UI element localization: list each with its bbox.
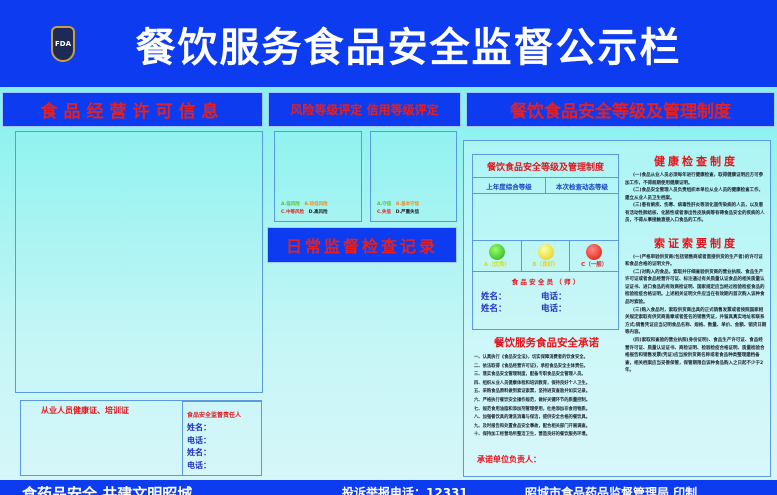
happy-face-icon (488, 244, 505, 260)
text-paragraph: (二)对购入的食品，索取并仔细查验供货商的营业执照、食品生产许可证或者食品经营许… (625, 269, 765, 306)
credit-c: C.失信 (377, 210, 392, 215)
text-paragraph: 三、落实食品安全管理制度，配备专职食品安全管理人员。 (474, 372, 586, 378)
footer-issuer: 昭城市食品药品监督管理局 印制 (525, 486, 698, 495)
health-text: (一)食品从业人员必须每年进行健康检查，取得健康证明后方可参加工作，不得超期使用… (625, 172, 767, 225)
footer-hotline: 投诉举报电话：12331 (342, 486, 468, 495)
credit-legend: A.守信 B.基本守信 C.失信 D.严重失信 (377, 201, 457, 217)
rating-header: 风险等级评定 信用等级评定 (268, 92, 461, 127)
promise-title: 餐饮服务食品安全承诺 (494, 337, 599, 349)
promise-block: 餐饮服务食品安全承诺 一、认真执行《食品安全法》，切实保障消费者的饮食安全。二、… (474, 335, 619, 465)
header-banner: FDA 餐饮服务食品安全监督公示栏 (0, 0, 777, 87)
neutral-face-icon (586, 244, 603, 260)
credit-b: B.基本守信 (395, 202, 420, 207)
officer-fields: 姓名： 电话： 姓名： 电话： (473, 286, 618, 315)
logo-text: FDA (54, 40, 71, 48)
text-paragraph: 一、认真执行《食品安全法》，切实保障消费者的饮食安全。 (474, 355, 588, 360)
text-paragraph: (一)食品从业人员必须每年进行健康检查，取得健康证明后方可参加工作，不得超期使用… (625, 173, 764, 186)
phone-field: 电话： (187, 460, 211, 470)
license-header: 食品经营许可信息 (2, 92, 263, 127)
license-display-area (15, 131, 263, 393)
page-title: 餐饮服务食品安全监督公示栏 (135, 24, 682, 71)
footer-banner: 食药品安全 共建文明昭城 投诉举报电话：12331 昭城市食品药品监督管理局 印… (0, 480, 777, 495)
risk-b: B.较低风险 (304, 202, 328, 207)
promise-signature: 承诺单位负责人： (477, 454, 541, 464)
fda-badge-logo: FDA (51, 26, 75, 62)
text-paragraph: 二、依法取得《食品经营许可证》，承担食品安全主体责任。 (474, 363, 588, 369)
credit-rating-box: A.守信 B.基本守信 C.失信 D.严重失信 (370, 131, 457, 222)
level-a: A（优秀） (473, 241, 522, 271)
text-paragraph: (二)食品安全管理人员负责组织本单位从业人员的健康检查工作，建立从业人员卫生档案… (625, 188, 764, 201)
officer-name: 姓名： (481, 292, 507, 302)
level-b: B（良好） (522, 241, 571, 271)
text-paragraph: 十、保持加工经营场所整洁卫生，营造良好的餐饮服务环境。 (474, 432, 591, 438)
grade-box-title: 餐饮食品安全等级及管理制度 (473, 155, 618, 178)
text-paragraph: 四、组织从业人员健康体检和培训教育，保持良好个人卫生。 (474, 380, 591, 386)
responsible-person-box: 食品安全监督责任人 姓名： 电话： 姓名： 电话： (182, 401, 262, 476)
last-year-grade-label: 上年度综合等级 (473, 178, 546, 193)
system-panel (463, 140, 771, 477)
responsible-title: 食品安全监督责任人 (187, 412, 242, 419)
phone-field: 电话： (187, 435, 211, 445)
staff-cert-title: 从业人员健康证、培训证 (41, 406, 129, 415)
daily-inspection-header: 日常监督检查记录 (267, 227, 457, 263)
text-paragraph: 七、规范食用油脂和添加剂管理使用，杜绝添加非食用物质。 (474, 406, 591, 412)
officer-phone: 电话： (541, 292, 567, 302)
text-paragraph: (三)购入食品时，索取供货商出具的正式销售发票或者按照国家相关规定索取有供货商盖… (625, 307, 767, 336)
risk-d: D.高风险 (308, 210, 328, 215)
level-c: C（一般） (570, 241, 618, 271)
officer-phone: 电话： (541, 304, 567, 314)
risk-rating-box: A.低风险 B.较低风险 C.中等风险 D.高风险 (274, 131, 362, 222)
text-paragraph: 九、及时报告和处置食品安全事故，配合相关部门开展调查。 (474, 423, 591, 429)
credit-a: A.守信 (377, 202, 392, 207)
level-c-label: C（一般） (581, 262, 608, 268)
permit-text: (一)严格审验供货商(包括销售商或者直接供货的生产者)的许可证和食品合格的证明文… (625, 254, 767, 376)
grade-levels: A（优秀） B（良好） C（一般） (473, 241, 618, 272)
food-safety-officer-label: 食 品 安 全 员 （ 师 ） (511, 278, 580, 286)
grade-columns: 上年度综合等级 本次检查动态等级 (473, 178, 618, 194)
staff-cert-box: 从业人员健康证、培训证 食品安全监督责任人 姓名： 电话： 姓名： 电话： (20, 400, 262, 476)
grade-box: 餐饮食品安全等级及管理制度 上年度综合等级 本次检查动态等级 A（优秀） B（良… (472, 154, 619, 330)
level-a-label: A（优秀） (483, 262, 510, 268)
promise-list: 一、认真执行《食品安全法》，切实保障消费者的饮食安全。二、依法取得《食品经营许可… (474, 354, 619, 440)
smile-face-icon (537, 244, 554, 260)
credit-d: D.严重失信 (395, 210, 420, 215)
text-paragraph: 六、严格执行餐饮安全操作规范，做好关键环节的质量控制。 (474, 397, 591, 403)
text-paragraph: (一)严格审验供货商(包括销售商或者直接供货的生产者)的许可证和食品合格的证明文… (625, 254, 763, 268)
name-field: 姓名： (187, 448, 211, 457)
grade-display-area (473, 194, 618, 241)
health-block: 健康检查制度 (一)食品从业人员必须每年进行健康检查，取得健康证明后方可参加工作… (625, 153, 767, 375)
text-paragraph: 五、采购食品原料做到索证索票，坚持进货查验并如实记录。 (474, 389, 591, 395)
system-header: 餐饮食品安全等级及管理制度 (466, 92, 775, 127)
name-field: 姓名： (187, 423, 211, 432)
permit-title: 索证索要制度 (654, 236, 738, 250)
risk-legend: A.低风险 B.较低风险 C.中等风险 D.高风险 (281, 201, 361, 217)
text-paragraph: 八、加强餐饮具的清洗消毒与保洁，提供安全合格的餐饮具。 (474, 415, 591, 421)
officer-name: 姓名： (481, 304, 507, 314)
risk-a: A.低风险 (281, 202, 300, 207)
risk-c: C.中等风险 (281, 210, 305, 215)
current-grade-label: 本次检查动态等级 (556, 182, 608, 191)
level-b-label: B（良好） (532, 262, 559, 268)
footer-slogan: 食药品安全 共建文明昭城 (22, 485, 193, 495)
text-paragraph: (四)索取和查验的营业执照(身份证明)、食品生产许可证、食品经营许可证、质量认证… (625, 338, 765, 374)
health-title: 健康检查制度 (654, 155, 738, 168)
text-paragraph: (三)患有痢疾、伤寒、病毒性肝炎等消化道传染病的人员，以及患有活动性肺结核、化脓… (625, 203, 765, 223)
